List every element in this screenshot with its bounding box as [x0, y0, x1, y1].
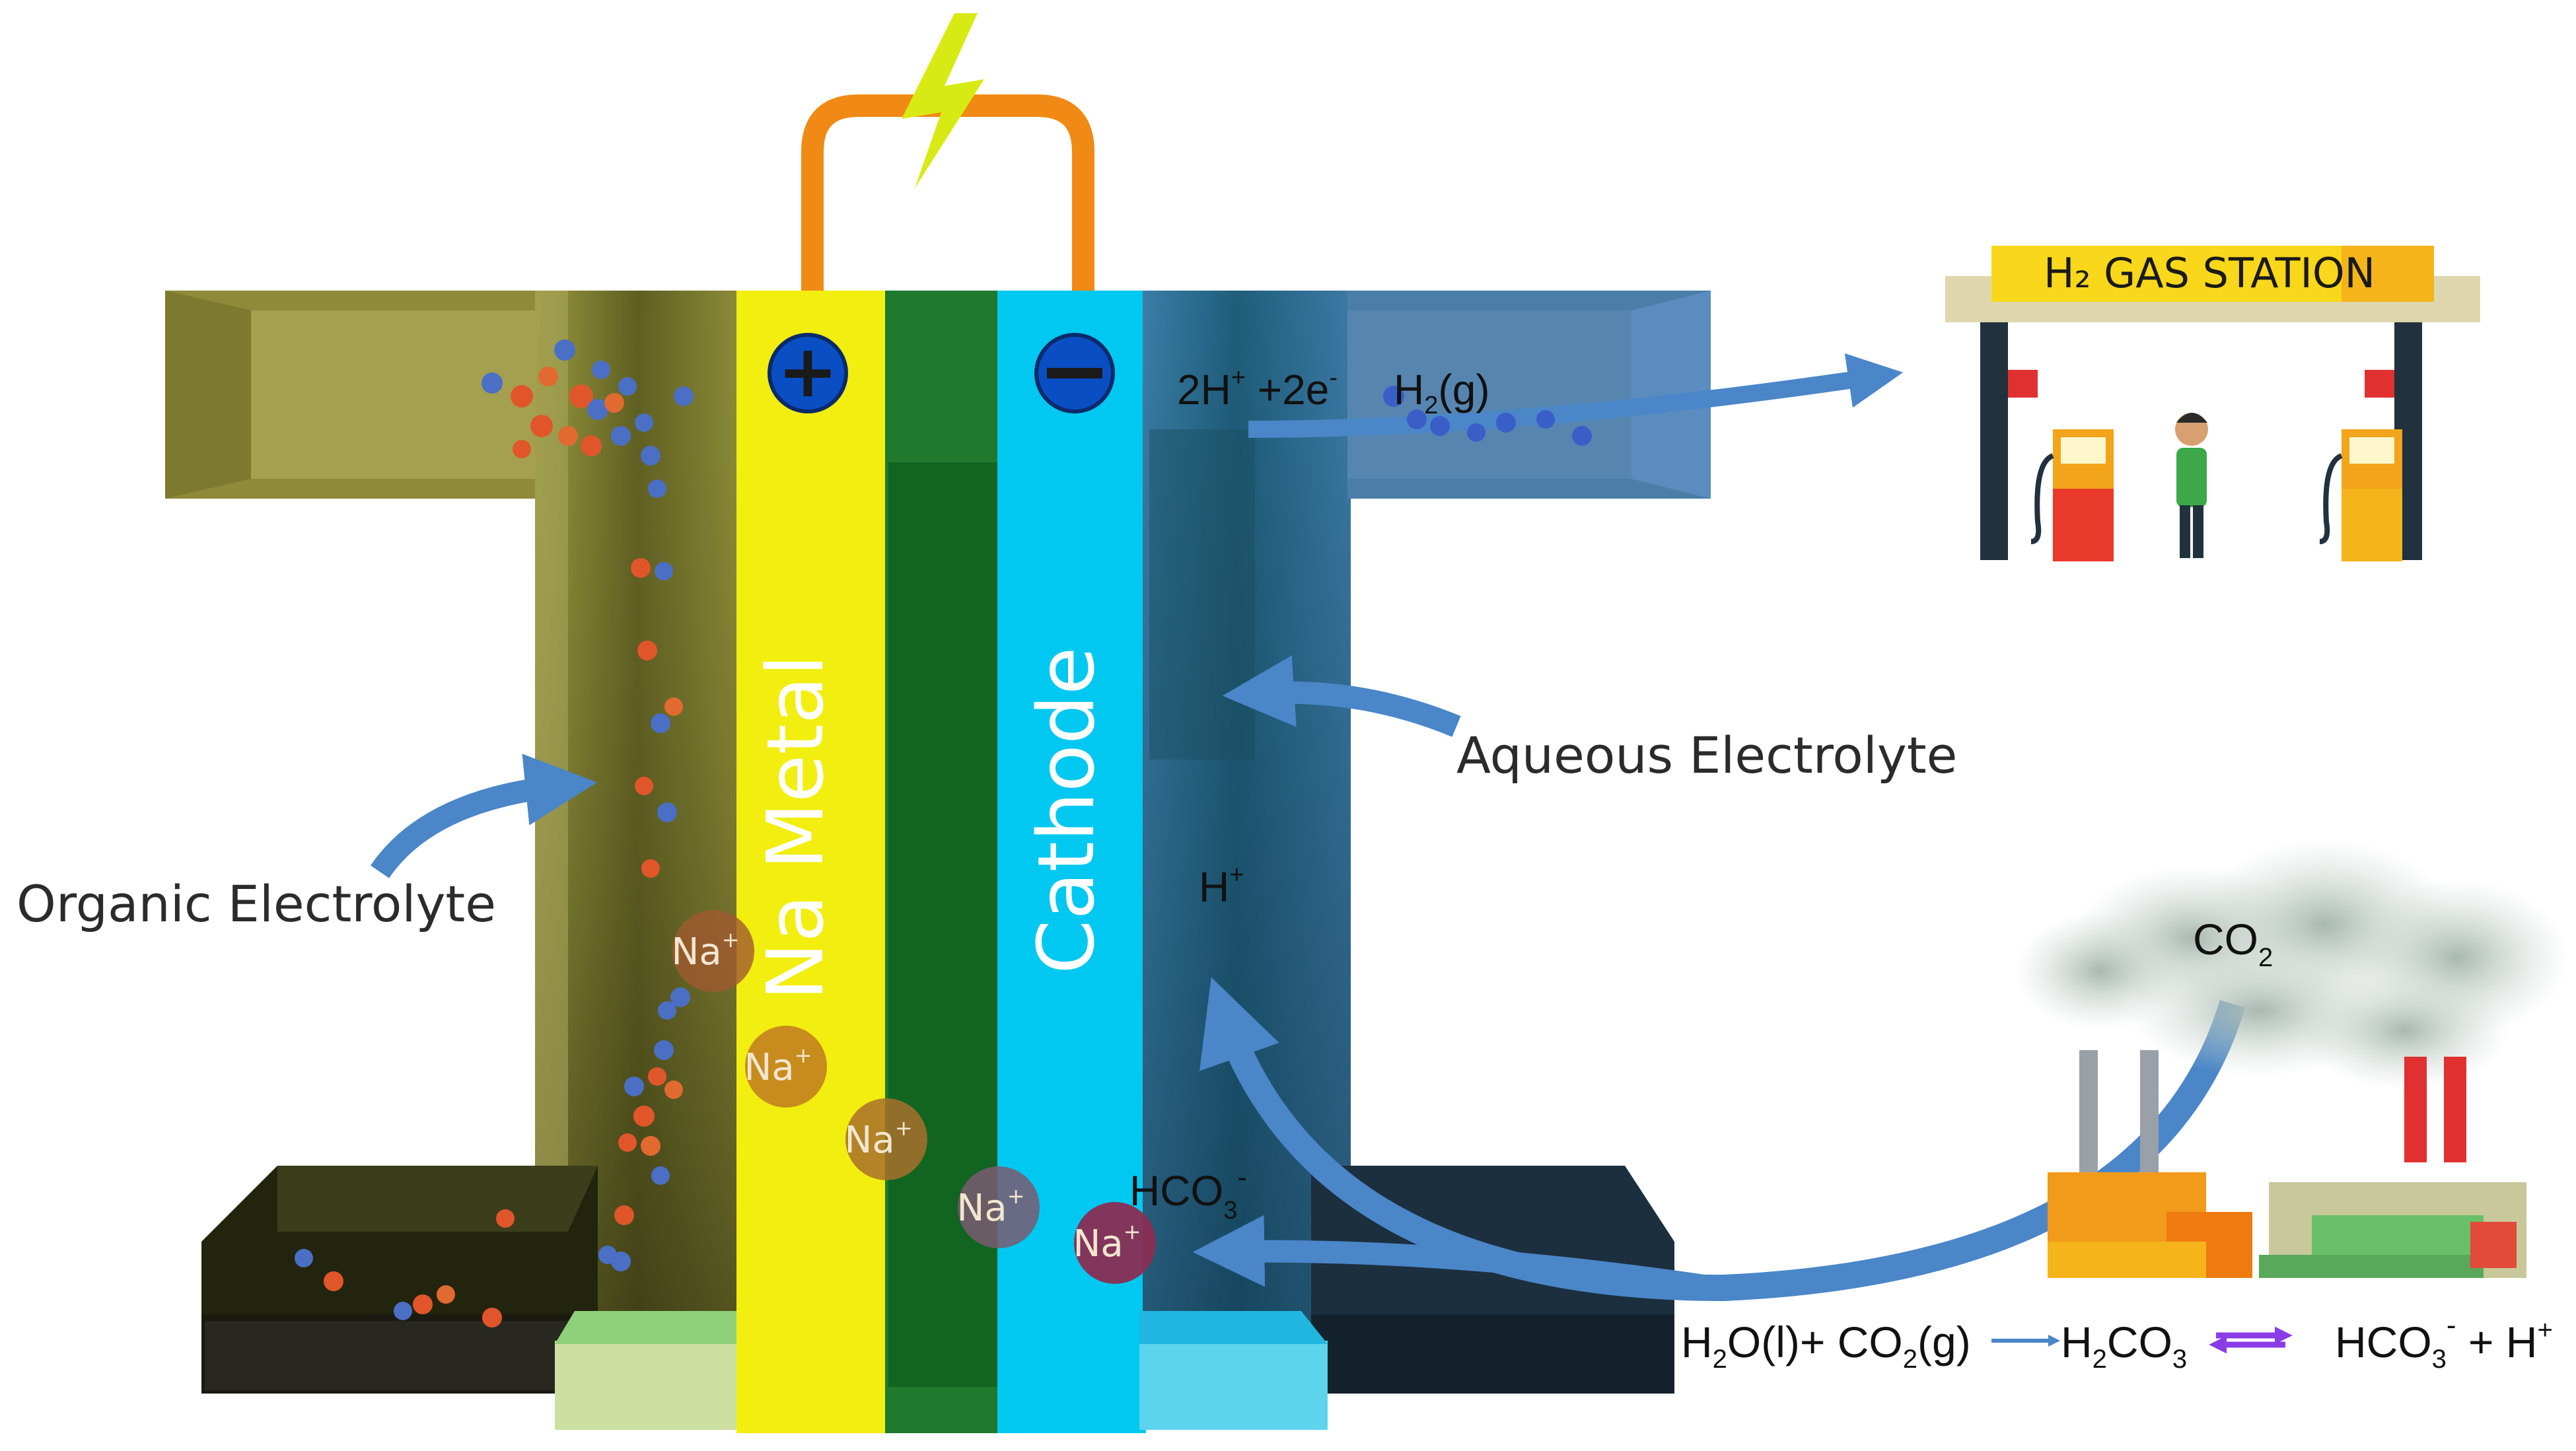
fuel-pump-icon	[2319, 429, 2402, 561]
na-metal-anode: Na Metal	[736, 291, 888, 1433]
gas-station-icon: H₂ GAS STATION	[1945, 246, 2480, 561]
na-metal-label: Na Metal	[750, 655, 841, 1001]
bicarbonate-label: HCO3-	[1129, 1161, 1247, 1224]
svg-text:H2CO3: H2CO3	[2061, 1318, 2187, 1374]
negative-terminal	[1034, 333, 1115, 413]
lightning-bolt-icon	[902, 13, 984, 188]
hydrogen-reaction: 2H+ +2e-H2(g)	[1177, 364, 1490, 419]
organic-electrolyte-arrow	[370, 754, 598, 878]
svg-text:Na+: Na+	[956, 1184, 1024, 1230]
factory-icon: CO2	[2015, 839, 2569, 1278]
svg-text:H2O(l)+ CO2(g): H2O(l)+ CO2(g)	[1681, 1318, 1971, 1374]
aqueous-electrolyte-label: Aqueous Electrolyte	[1456, 726, 1957, 785]
aqueous-electrolyte-arrow	[1222, 655, 1461, 737]
sodium-ion: Na+	[844, 1098, 927, 1180]
sodium-ion: Na+	[956, 1166, 1040, 1248]
svg-text:Na+: Na+	[1073, 1219, 1141, 1265]
gas-station-sign: H₂ GAS STATION	[2044, 249, 2375, 297]
sodium-ion: Na+	[671, 910, 754, 992]
hydrogen-bubbles	[1383, 386, 1592, 446]
equilibrium-arrow	[2209, 1326, 2293, 1354]
smoke-cloud-icon	[2015, 839, 2569, 1090]
co2-label: CO2	[2193, 915, 2273, 972]
organic-ion-particles	[295, 339, 694, 1327]
co2-to-bicarbonate-arrow	[1192, 1215, 1719, 1299]
external-circuit	[801, 13, 1094, 291]
svg-text:HCO3- + H+: HCO3- + H+	[2335, 1309, 2553, 1374]
carbonate-equation: H2O(l)+ CO2(g) H2CO3 HCO3- + H+	[1681, 1309, 2553, 1374]
proton-label: H+	[1199, 861, 1244, 911]
positive-terminal: +	[768, 329, 848, 413]
organic-electrolyte-label: Organic Electrolyte	[17, 874, 496, 933]
plus-icon: +	[777, 329, 838, 413]
minus-icon	[1047, 368, 1102, 378]
svg-text:Na+: Na+	[671, 927, 739, 973]
fuel-pump-icon	[2030, 429, 2114, 561]
cathode-label: Cathode	[1020, 647, 1112, 974]
separator	[885, 291, 1001, 1433]
sodium-ion: Na+	[1073, 1202, 1156, 1284]
sodium-ion: Na+	[744, 1026, 827, 1108]
aqueous-electrolyte-chamber	[1139, 291, 1711, 1430]
svg-text:Na+: Na+	[844, 1115, 912, 1162]
svg-text:Na+: Na+	[744, 1043, 812, 1089]
person-icon	[2175, 413, 2208, 558]
